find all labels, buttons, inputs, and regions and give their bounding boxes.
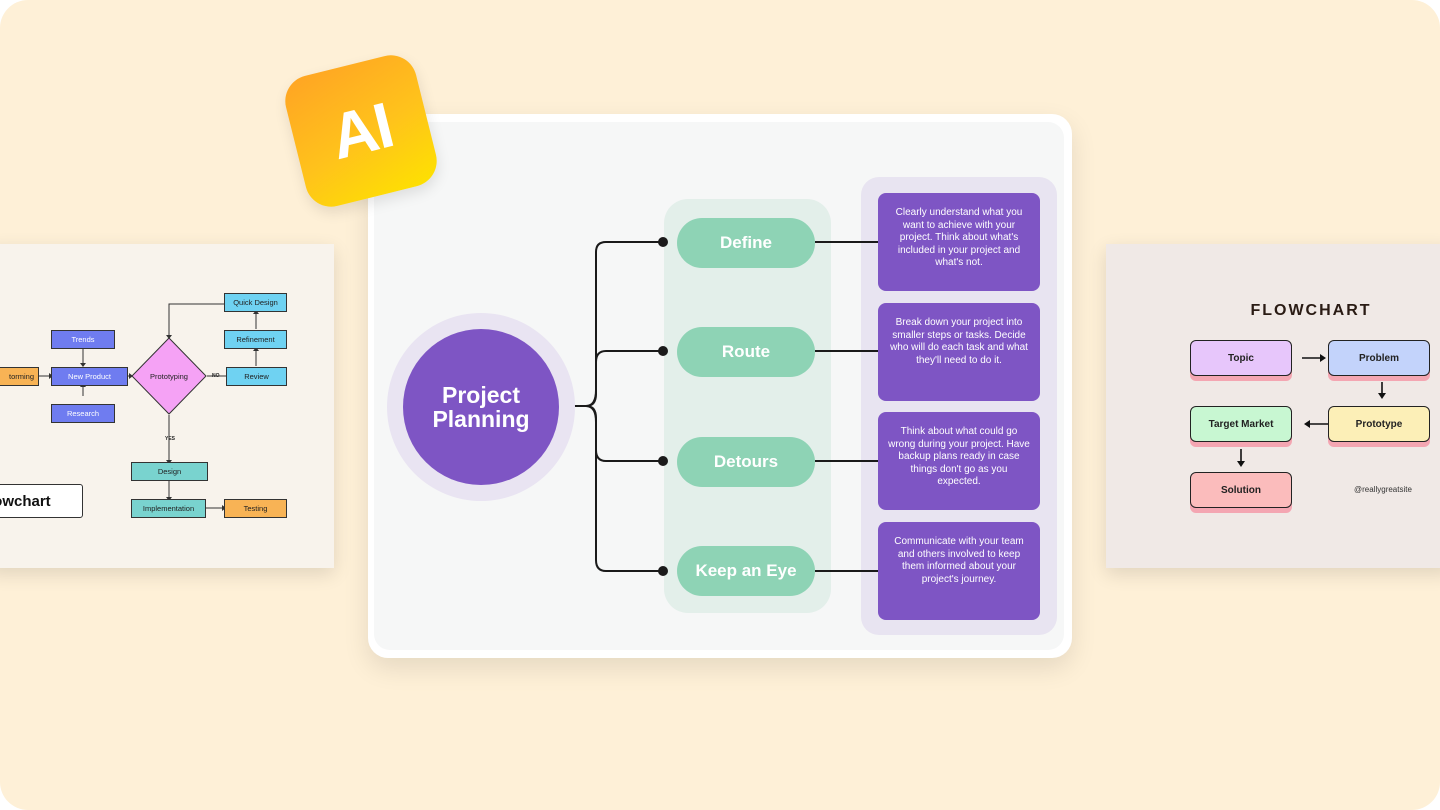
flow-node-prototyping: Prototyping — [131, 337, 207, 415]
website-handle: @reallygreatsite — [1354, 485, 1412, 494]
right-flowchart-connectors — [1237, 354, 1386, 467]
description-keep-an-eye[interactable]: Communicate with your team and others in… — [878, 522, 1040, 620]
flow-node-new-product: New Product — [51, 367, 128, 386]
flow-node-review: Review — [226, 367, 287, 386]
flow-label-yes: YES — [165, 436, 176, 442]
flow-node-solution: Solution — [1190, 472, 1292, 508]
flow-node-target-market: Target Market — [1190, 406, 1292, 442]
left-flowchart-connectors — [39, 303, 259, 511]
flow-node-quick-design: Quick Design — [224, 293, 287, 312]
right-flowchart-card[interactable]: FLOWCHART Topic Problem Target Market Pr… — [1106, 244, 1440, 568]
ai-badge-text: AI — [323, 88, 399, 174]
left-flowchart-title: lowchart — [0, 484, 83, 518]
center-node[interactable]: Project Planning — [403, 329, 559, 485]
flow-label-no: NO — [212, 373, 220, 379]
right-flowchart-title: FLOWCHART — [1250, 302, 1372, 319]
flow-node-design: Design — [131, 462, 208, 481]
flow-node-implementation: Implementation — [131, 499, 206, 518]
mindmap-canvas: Project Planning Define Route Detours Ke… — [374, 122, 1064, 650]
flow-node-problem: Problem — [1328, 340, 1430, 376]
branch-keep-an-eye[interactable]: Keep an Eye — [677, 546, 815, 596]
flow-node-testing: Testing — [224, 499, 287, 518]
flow-node-refinement: Refinement — [224, 330, 287, 349]
mindmap-connectors — [553, 237, 878, 576]
flow-node-topic: Topic — [1190, 340, 1292, 376]
description-detours[interactable]: Think about what could go wrong during y… — [878, 412, 1040, 510]
branch-define[interactable]: Define — [677, 218, 815, 268]
description-define[interactable]: Clearly understand what you want to achi… — [878, 193, 1040, 291]
flow-node-research: Research — [51, 404, 115, 423]
flow-node-prototype: Prototype — [1328, 406, 1430, 442]
flow-node-brainstorming: torming — [0, 367, 39, 386]
branch-column — [664, 199, 831, 613]
mindmap-panel[interactable]: Project Planning Define Route Detours Ke… — [368, 114, 1072, 658]
description-route[interactable]: Break down your project into smaller ste… — [878, 303, 1040, 401]
left-flowchart-card[interactable]: torming Trends New Product Research Prot… — [0, 244, 334, 568]
branch-route[interactable]: Route — [677, 327, 815, 377]
flow-node-trends: Trends — [51, 330, 115, 349]
branch-detours[interactable]: Detours — [677, 437, 815, 487]
